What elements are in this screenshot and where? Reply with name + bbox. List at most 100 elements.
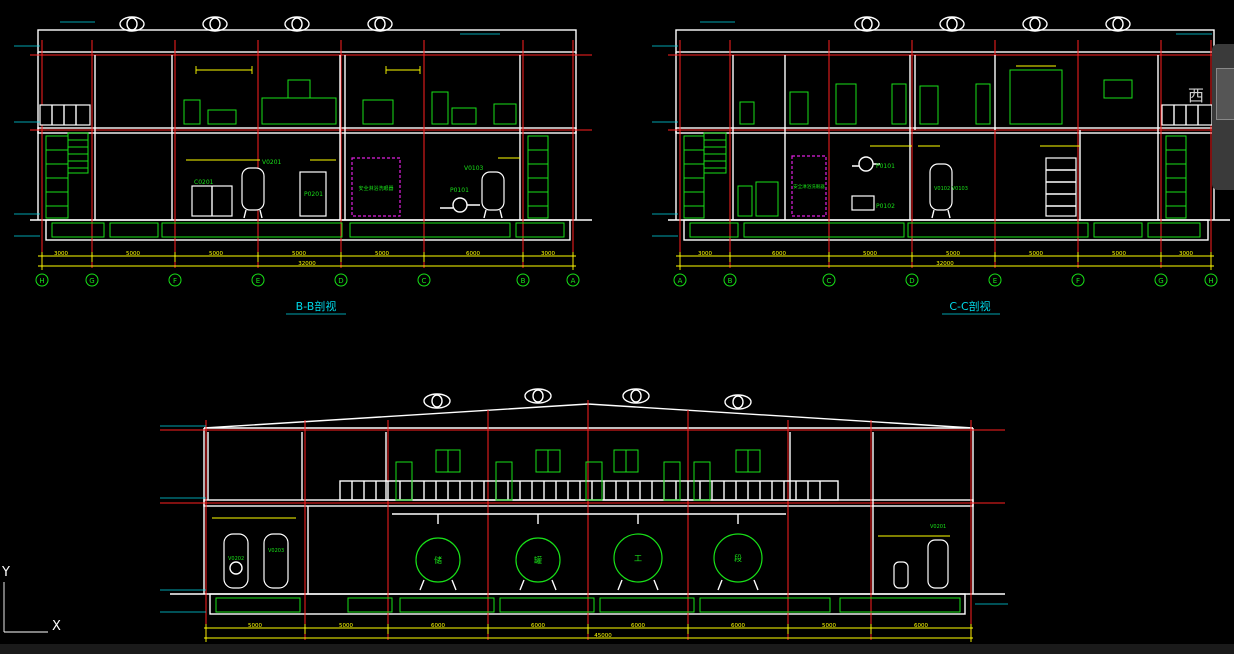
axis-bubbles-bb	[35, 273, 580, 287]
dim-4: 5000	[292, 251, 306, 257]
stair	[39, 104, 549, 219]
dim-6: 6000	[731, 623, 745, 629]
equip-label: V0203	[268, 548, 284, 554]
dim-3: 5000	[863, 251, 877, 257]
storage-tanks	[415, 533, 763, 591]
dimension-chain-cc	[676, 252, 1214, 270]
equip-label: P0201	[304, 191, 323, 198]
dim-5: 5000	[375, 251, 389, 257]
tank-char: 储	[434, 555, 442, 565]
furniture	[737, 69, 1133, 217]
axis-label: F	[173, 277, 177, 285]
axis-label: B	[521, 277, 526, 285]
room-dims	[212, 517, 950, 537]
tank-V0201	[241, 167, 265, 219]
safety-shower-room	[791, 155, 827, 217]
axis-label: B	[728, 277, 733, 285]
axis-label: A	[678, 277, 683, 285]
dim-total: 32000	[298, 261, 316, 267]
dim-total: 32000	[936, 261, 954, 267]
dim-5: 6000	[631, 623, 645, 629]
room-label: 安全淋浴洗眼器	[793, 183, 825, 190]
equip-label: P0102	[876, 203, 895, 210]
axis-label: E	[993, 277, 997, 285]
dim-1: 3000	[698, 251, 712, 257]
viewcube-face[interactable]	[1216, 68, 1234, 120]
dim-2: 6000	[772, 251, 786, 257]
dim-6: 6000	[466, 251, 480, 257]
tank-char: 罐	[534, 555, 542, 565]
roof-fan-icon	[854, 16, 1131, 32]
room-dims	[186, 66, 520, 161]
axis-label: D	[338, 277, 343, 285]
dim-2: 5000	[339, 623, 353, 629]
axis-label: E	[256, 277, 260, 285]
dim-4: 6000	[531, 623, 545, 629]
west-label: 西	[1188, 86, 1205, 105]
shelving	[1045, 157, 1077, 217]
axis-label: D	[909, 277, 914, 285]
grid-lines	[30, 40, 592, 268]
section-bb: 3000 5000 5000 5000 5000 6000 3000 32000…	[14, 16, 592, 315]
axis-label: C	[827, 277, 832, 285]
viewcube-west-button[interactable]: 西	[1188, 44, 1234, 190]
tank-V0103	[481, 171, 505, 219]
safety-shower-room	[351, 157, 401, 217]
dim-1: 5000	[248, 623, 262, 629]
equip-label: P0101	[876, 163, 895, 170]
windows-doors	[395, 449, 761, 501]
ucs-x-label: X	[52, 619, 61, 634]
dim-7: 5000	[822, 623, 836, 629]
axis-label: G	[1158, 277, 1163, 285]
equip-label: C0201	[194, 179, 214, 186]
grid-lines	[668, 40, 1230, 268]
roof-fan-icon	[423, 388, 752, 410]
dim-3: 5000	[209, 251, 223, 257]
dim-5: 5000	[1029, 251, 1043, 257]
grid-lines	[160, 400, 1005, 640]
room-dims	[870, 65, 1080, 147]
axis-bubbles-cc	[673, 273, 1218, 287]
tank-V0102	[929, 163, 953, 219]
dim-7: 3000	[541, 251, 555, 257]
stair	[683, 104, 1213, 219]
axis-label: H	[1208, 277, 1213, 285]
dimension-chain-bb	[38, 252, 576, 270]
section-title: C-C剖视	[949, 299, 990, 313]
axis-label: A	[571, 277, 576, 285]
scrollbar-bottom[interactable]	[0, 644, 1234, 654]
tank-V0203	[263, 533, 289, 589]
ucs-y-label: Y	[1, 565, 10, 580]
axis-label: F	[1076, 277, 1080, 285]
pump-P0102	[851, 195, 875, 211]
equip-label: V0103	[464, 165, 484, 172]
dimension-chain-aa	[204, 624, 973, 642]
equip-label: V0102 V0103	[934, 186, 968, 192]
dim-7: 3000	[1179, 251, 1193, 257]
dim-1: 3000	[54, 251, 68, 257]
tank-V0201	[893, 539, 949, 589]
equip-label: V0201	[262, 159, 282, 166]
room-label: 安全淋浴洗眼器	[358, 185, 393, 192]
section-cc: 3000 6000 5000 5000 5000 5000 3000 32000…	[652, 16, 1230, 315]
pump-P0101	[852, 156, 880, 172]
dim-2: 5000	[126, 251, 140, 257]
railing	[339, 480, 839, 501]
dim-6: 5000	[1112, 251, 1126, 257]
tank-char: 段	[734, 553, 742, 563]
section-aa: 储 罐 工 段 V0202 V0203 V0201	[160, 388, 1008, 642]
axis-label: C	[422, 277, 427, 285]
ucs-icon	[3, 582, 48, 633]
dim-8: 6000	[914, 623, 928, 629]
equip-label: V0201	[930, 524, 946, 530]
axis-label: H	[39, 277, 44, 285]
tank-char: 工	[634, 554, 642, 563]
pump-P0101	[440, 197, 480, 213]
box-P0201	[299, 171, 327, 217]
section-title: B-B剖视	[296, 299, 337, 313]
axis-label: G	[89, 277, 94, 285]
equip-label: P0101	[450, 187, 469, 194]
dim-4: 5000	[946, 251, 960, 257]
furniture	[183, 79, 517, 125]
